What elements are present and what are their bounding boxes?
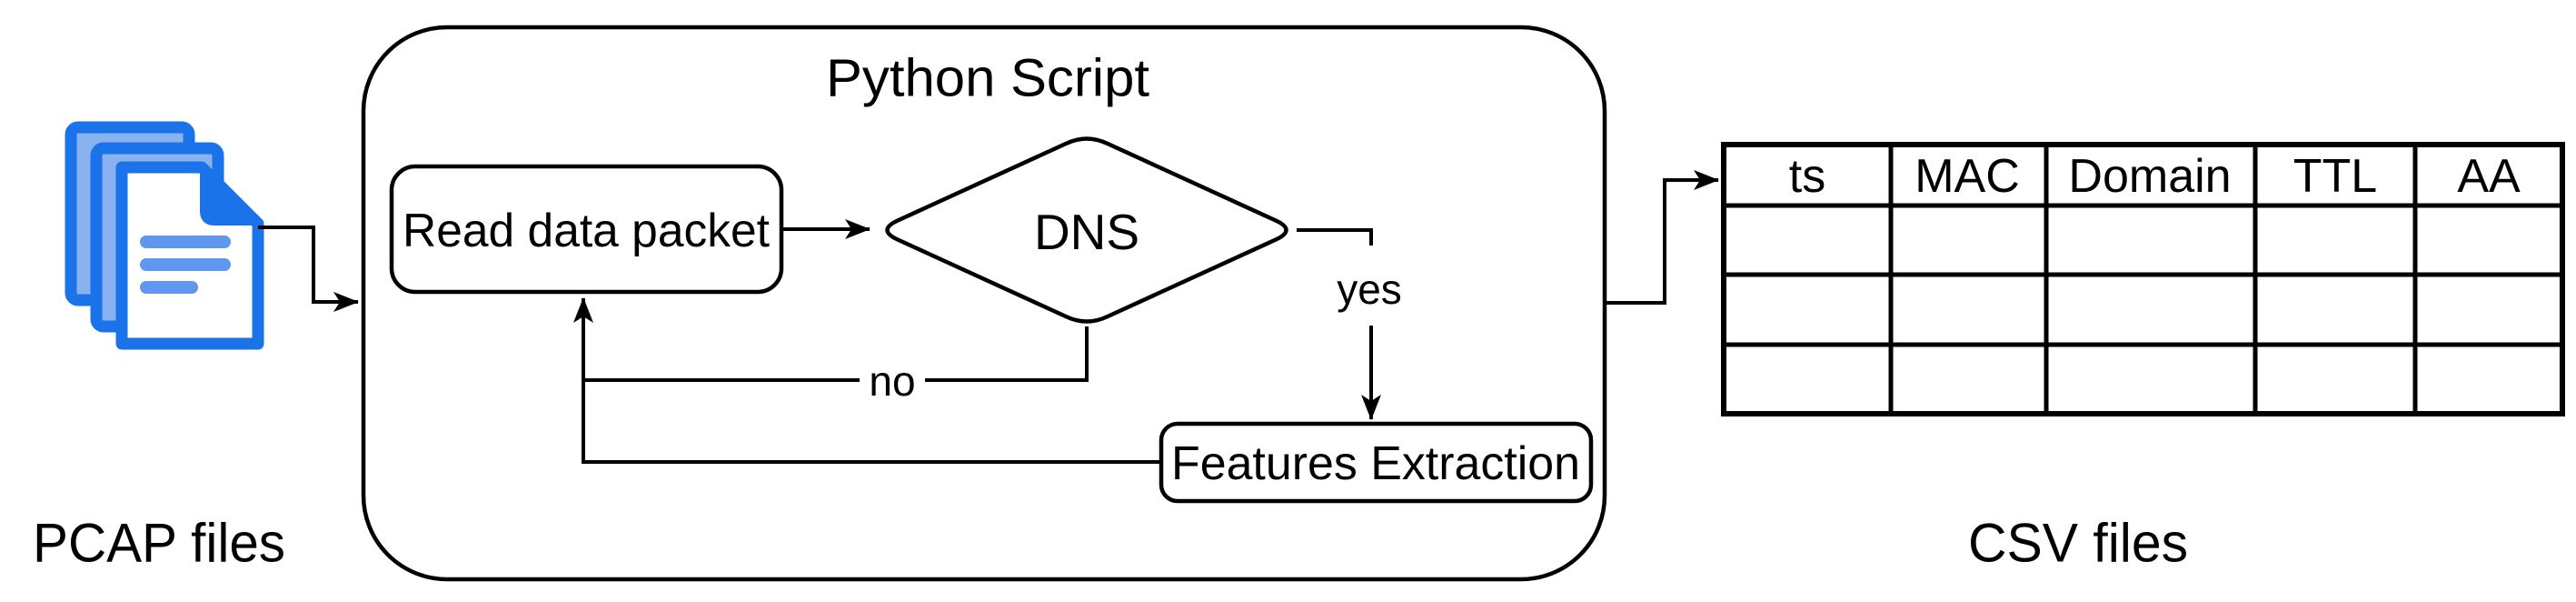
no-edge-label: no — [869, 357, 915, 405]
column-header-ttl: TTL — [2293, 150, 2377, 203]
features-return-edge — [573, 297, 1161, 464]
dns-decision-label: DNS — [1034, 204, 1139, 260]
dns-decision-node — [885, 136, 1288, 324]
pcap-to-script-arrow — [258, 226, 359, 312]
yes-edge-label: yes — [1337, 266, 1402, 313]
no-label-background — [860, 358, 925, 402]
csv-table: ts MAC Domain TTL AA — [1721, 142, 2565, 416]
folded-corner-shape — [200, 166, 260, 226]
column-header-mac: MAC — [1915, 150, 2020, 203]
pcap-documents-icon — [65, 121, 264, 350]
pcap-files-label: PCAP files — [33, 513, 285, 574]
column-header-ts: ts — [1789, 150, 1825, 203]
front-page-shape — [115, 161, 264, 350]
python-script-title: Python Script — [826, 49, 1149, 108]
text-line-1 — [140, 236, 231, 248]
script-to-csv-arrow — [1605, 170, 1719, 305]
text-line-3 — [140, 281, 198, 294]
text-line-2 — [140, 258, 231, 271]
dns-no-edge — [583, 326, 1089, 382]
features-extraction-label: Features Extraction — [1171, 437, 1580, 490]
yes-label-background — [1334, 246, 1408, 326]
csv-files-label: CSV files — [1968, 513, 2188, 574]
csv-table-border — [1721, 142, 2565, 416]
column-header-domain: Domain — [2068, 150, 2231, 203]
read-data-packet-label: Read data packet — [403, 205, 771, 257]
column-header-aa: AA — [2457, 150, 2521, 203]
dns-yes-edge — [1297, 228, 1381, 420]
